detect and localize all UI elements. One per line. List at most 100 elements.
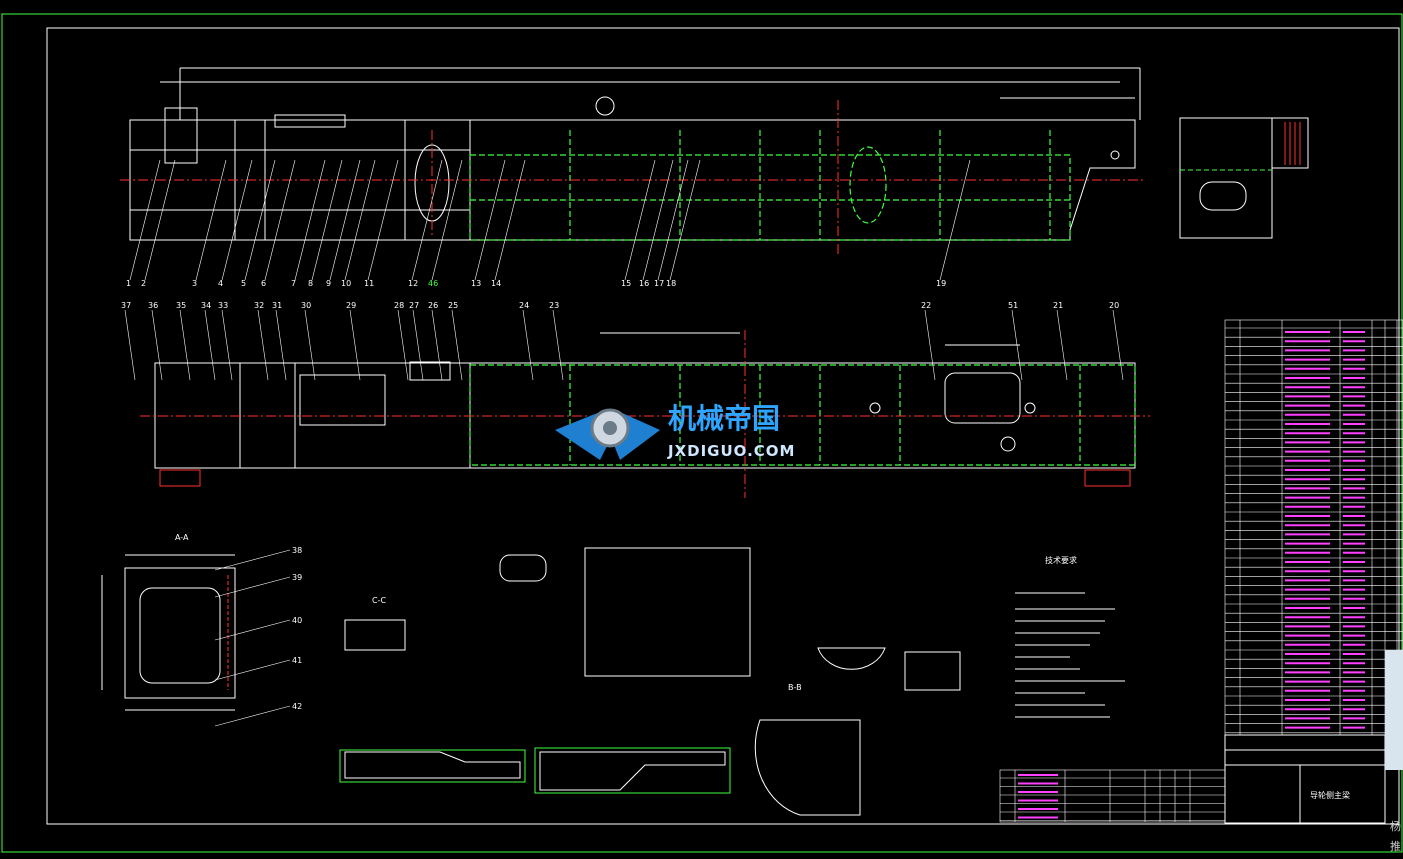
callout-number: 24 [519,301,529,310]
callout-leader [275,309,287,381]
section-label-cc: C-C [372,596,386,605]
callout-leader [221,159,253,281]
callout-number: 5 [241,279,246,288]
callout-number: 31 [272,301,282,310]
callout-leader [214,619,291,641]
callout-leader [349,309,361,381]
callout-number: 42 [292,702,302,711]
outer-frame [1,13,1403,853]
callout-leader [221,309,233,381]
callout-number: 39 [292,573,302,582]
callout-leader [244,159,276,281]
callout-leader [129,159,161,281]
callout-leader [214,705,291,727]
detail-green [339,747,731,794]
callout-leader [311,159,343,281]
callout-number: 10 [341,279,351,288]
watermark: 机械帝国 JXDIGUO.COM [555,402,795,460]
callout-leader [642,159,674,281]
callout-number: 37 [121,301,131,310]
callout-number: 51 [1008,301,1018,310]
watermark-cn: 机械帝国 [668,402,780,435]
section-label-bb: B-B [788,683,802,692]
callout-number: 6 [261,279,266,288]
section-label-aa: A-A [175,533,189,542]
callout-leader [669,159,701,281]
main-beam-plan [154,332,1136,469]
callout-number: 23 [549,301,559,310]
callout-leader [412,309,424,381]
callout-leader [151,309,163,381]
callout-number: 14 [491,279,501,288]
section-a-a [101,554,236,711]
detail-views [344,547,961,816]
callout-number: 15 [621,279,631,288]
callout-number: 40 [292,616,302,625]
callout-number: 18 [666,279,676,288]
callout-leader [257,309,269,381]
callout-number: 35 [176,301,186,310]
callout-leader [1112,309,1124,381]
callout-number: 25 [448,301,458,310]
callout-leader [214,659,291,681]
drawing-name: 导轮侧主梁 [1310,790,1350,800]
callout-number: 11 [364,279,374,288]
watermark-en: JXDIGUO.COM [667,442,795,460]
callout-leader [179,309,191,381]
inner-frame [46,27,1400,825]
callout-leader [522,309,534,381]
callout-leader [1056,309,1068,381]
callout-number: 2 [141,279,146,288]
callout-number: 12 [408,279,418,288]
callout-number: 17 [654,279,664,288]
callout-leader [494,159,526,281]
callout-number: 33 [218,301,228,310]
callout-number: 16 [639,279,649,288]
main-beam-center-lines [120,100,1145,255]
callout-number: 22 [921,301,931,310]
callout-leader [144,159,176,281]
callout-number: 21 [1053,301,1063,310]
callout-leader [204,309,216,381]
side-photo-strip [1385,650,1403,770]
callout-number: 28 [394,301,404,310]
callout-leader [624,159,656,281]
bottom-parts-table [999,769,1226,823]
callout-leader [367,159,399,281]
callout-number: 36 [148,301,158,310]
callout-leader [344,159,376,281]
title-block [1224,734,1386,824]
callout-leader [264,159,296,281]
callout-leader [451,309,463,381]
callout-leader [474,159,506,281]
side-char-2: 推 [1390,840,1401,853]
callout-leader [294,159,326,281]
main-beam-hidden-lines [469,130,1071,241]
callout-number: 27 [409,301,419,310]
callout-leader [1011,309,1023,381]
callout-leader [329,159,361,281]
parts-table [1224,319,1403,736]
notes-title: 技术要求 [1045,555,1077,565]
callout-number: 32 [254,301,264,310]
callout-leader [214,549,291,571]
callout-leader [924,309,936,381]
callout-leader [939,159,971,281]
callout-number: 3 [192,279,197,288]
callout-number: 8 [308,279,313,288]
callout-leader [657,159,689,281]
plan-hidden-lines [469,364,1136,466]
callout-number: 26 [428,301,438,310]
callout-number: 1 [126,279,131,288]
callout-number: 29 [346,301,356,310]
callout-number: 9 [326,279,331,288]
end-view [1179,117,1309,239]
callout-number: 34 [201,301,211,310]
callout-leader [214,576,291,598]
callout-number: 4 [218,279,223,288]
